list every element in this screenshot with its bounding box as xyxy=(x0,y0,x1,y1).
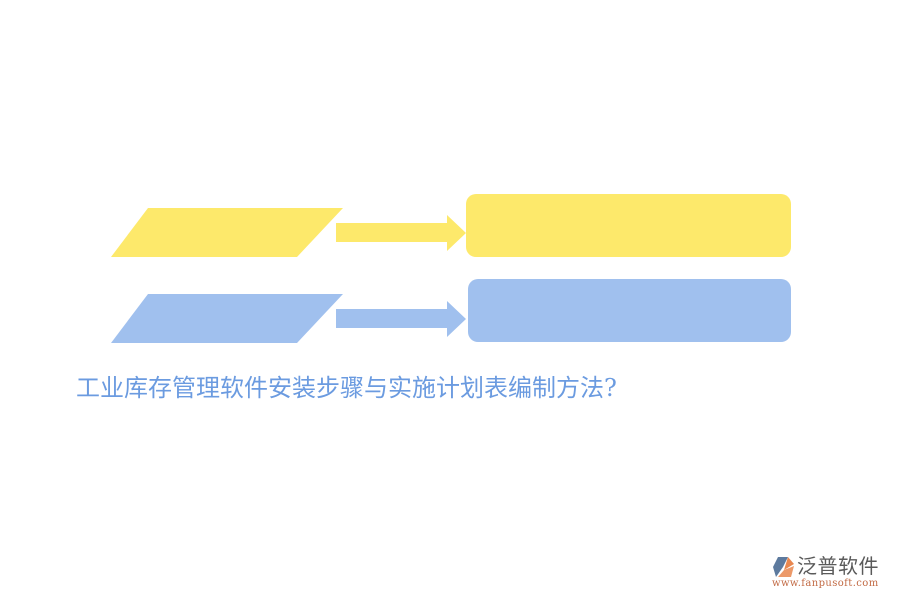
arrow-2 xyxy=(336,301,466,337)
logo-name: 泛普软件 xyxy=(797,554,879,578)
brand-logo: 泛普软件 www.fanpusoft.com xyxy=(770,553,895,593)
parallelogram-1 xyxy=(111,208,343,257)
fanpu-logo-icon xyxy=(773,557,794,577)
arrow-1 xyxy=(336,215,466,251)
parallelogram-2 xyxy=(111,294,343,343)
result-box-2 xyxy=(468,279,791,342)
result-box-1 xyxy=(466,194,791,257)
logo-url: www.fanpusoft.com xyxy=(772,578,879,589)
page-title: 工业库存管理软件安装步骤与实施计划表编制方法? xyxy=(76,374,617,402)
